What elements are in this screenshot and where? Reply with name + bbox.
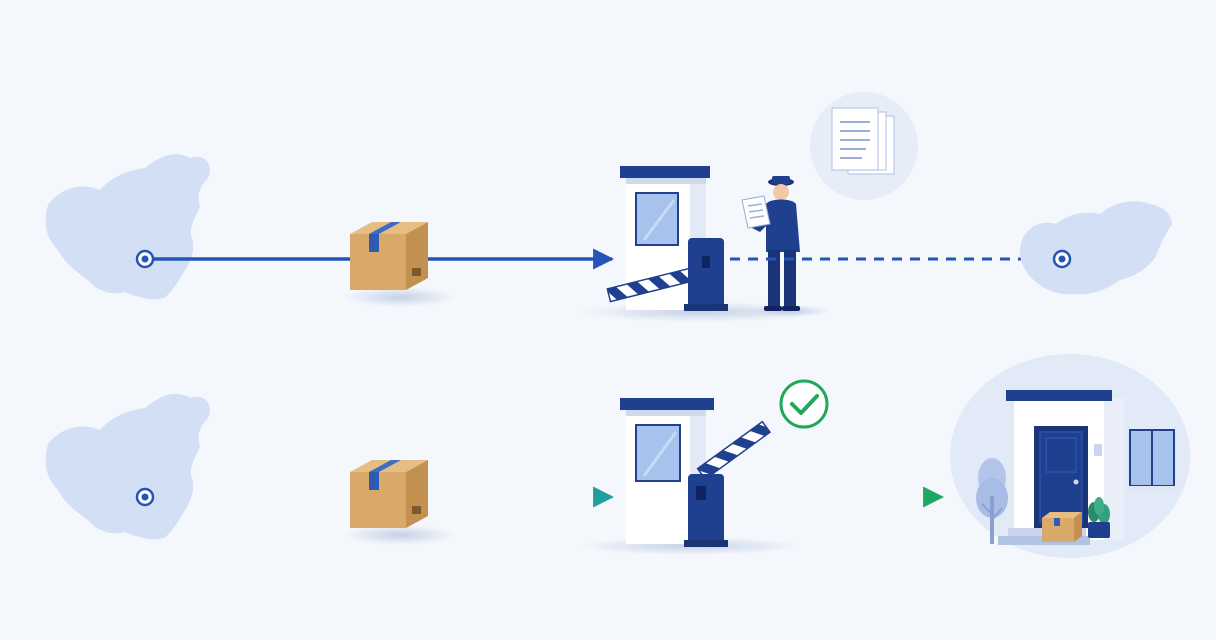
house-icon	[950, 354, 1190, 558]
documents-icon	[810, 92, 918, 200]
barrier-gate-icon	[684, 420, 772, 547]
row-held-at-customs	[45, 92, 1172, 322]
origin-map	[45, 393, 210, 540]
destination-map	[1019, 201, 1172, 295]
customs-booth-icon	[580, 398, 800, 555]
plant-icon	[1088, 497, 1110, 538]
tree-icon	[976, 458, 1008, 544]
origin-map	[45, 154, 210, 300]
check-icon	[779, 379, 829, 429]
barrier-gate-icon	[606, 238, 728, 311]
customs-officer-icon	[741, 176, 830, 317]
parcel-icon	[345, 460, 455, 545]
parcel-icon	[345, 222, 455, 307]
row-cleared-customs	[45, 354, 1190, 558]
parcel-icon	[1042, 512, 1082, 542]
